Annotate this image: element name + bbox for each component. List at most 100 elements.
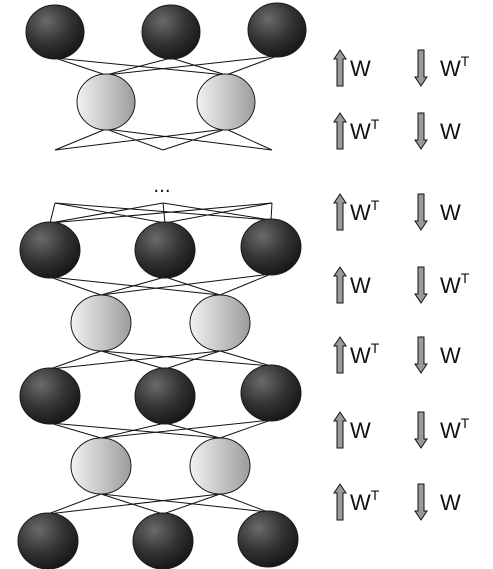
up-weight-label: W [350, 56, 371, 81]
lower-edge [164, 276, 221, 296]
lower-edge [100, 273, 272, 296]
hidden-node-dark [132, 512, 194, 569]
down-arrow-icon [414, 193, 428, 231]
lower-edge [49, 422, 102, 439]
hidden-node-dark [237, 510, 299, 568]
visible-node-light [76, 73, 136, 131]
lower-top-edge [49, 202, 273, 224]
up-arrow-icon [333, 112, 347, 150]
up-weight-label: W [350, 273, 371, 298]
top-edge [105, 57, 172, 76]
lower-top-edge [270, 202, 273, 221]
down-weight-label: W [440, 200, 461, 225]
lower-edge [100, 422, 166, 439]
lower-edge [49, 276, 102, 296]
weight-base: W [440, 273, 461, 298]
top-lower-edge [162, 128, 227, 151]
down-weight-label: WT [440, 415, 470, 443]
hidden-node-dark [134, 367, 196, 425]
up-arrow-icon [333, 266, 347, 304]
lower-edge [100, 493, 269, 513]
lower-top-edge [49, 202, 164, 224]
top-edge [225, 55, 278, 76]
weight-base: W [350, 200, 371, 225]
visible-node-light [189, 437, 251, 495]
hidden-node-dark [134, 221, 196, 279]
down-weight-label: W [440, 119, 461, 144]
lower-edge [49, 350, 102, 370]
ellipsis-separator: ... [153, 176, 170, 197]
lower-edge [219, 493, 269, 513]
visible-node-light [70, 294, 132, 352]
lower-edge [219, 273, 272, 296]
down-arrow-icon [414, 411, 428, 449]
lower-edge [164, 422, 221, 439]
top-edge [54, 57, 107, 76]
up-weight-label: WT [350, 197, 380, 225]
top-edge [54, 57, 227, 76]
top-edge [105, 55, 278, 76]
weight-base: W [440, 343, 461, 368]
weight-base: W [440, 56, 461, 81]
down-arrow-icon [414, 336, 428, 374]
visible-node-light [196, 73, 256, 131]
lower-edge [100, 276, 166, 296]
transpose-superscript: T [371, 197, 380, 213]
lower-edge [47, 493, 102, 515]
weight-base: W [440, 490, 461, 515]
lower-edge [49, 276, 221, 296]
top-lower-edge [54, 128, 227, 151]
lower-top-edge [162, 202, 272, 221]
weight-base: W [350, 343, 371, 368]
lower-edge [100, 350, 272, 367]
up-arrow-icon [333, 411, 347, 449]
weight-base: W [440, 200, 461, 225]
weight-base: W [440, 418, 461, 443]
up-weight-label: W [350, 418, 371, 443]
transpose-superscript: T [371, 487, 380, 503]
down-weight-label: W [440, 343, 461, 368]
down-weight-label: W [440, 490, 461, 515]
lower-edge [49, 350, 221, 370]
network-nodes [17, 2, 307, 569]
top-edge [170, 57, 227, 76]
up-arrow-icon [333, 336, 347, 374]
weight-base: W [350, 418, 371, 443]
visible-node-light [70, 437, 132, 495]
transpose-superscript: T [371, 116, 380, 132]
up-arrow-icon [333, 49, 347, 87]
up-weight-label: WT [350, 487, 380, 515]
lower-edge [100, 419, 272, 439]
up-weight-label: WT [350, 340, 380, 368]
top-lower-edge [54, 128, 107, 151]
top-lower-edge [105, 128, 273, 151]
transpose-superscript: T [461, 415, 470, 431]
lower-top-edge [54, 202, 166, 224]
down-arrow-icon [414, 112, 428, 150]
lower-edge [219, 419, 272, 439]
lower-edge [219, 350, 272, 367]
hidden-node-dark [240, 218, 302, 276]
transpose-superscript: T [371, 340, 380, 356]
lower-edge [164, 350, 221, 370]
lower-top-edge [54, 202, 272, 221]
up-arrow-icon [333, 483, 347, 521]
weight-base: W [440, 119, 461, 144]
lower-edge [162, 493, 221, 515]
down-weight-label: WT [440, 53, 470, 81]
visible-node-light [189, 294, 251, 352]
hidden-node-dark [25, 4, 85, 60]
down-arrow-icon [414, 49, 428, 87]
lower-top-edge [49, 202, 56, 224]
top-lower-edge [225, 128, 273, 151]
down-arrow-icon [414, 266, 428, 304]
weight-base: W [350, 56, 371, 81]
hidden-node-dark [141, 4, 201, 60]
down-arrow-icon [414, 483, 428, 521]
top-lower-edge [105, 128, 164, 151]
weight-base: W [350, 490, 371, 515]
hidden-node-dark [19, 221, 81, 279]
lower-top-edge [164, 202, 273, 224]
